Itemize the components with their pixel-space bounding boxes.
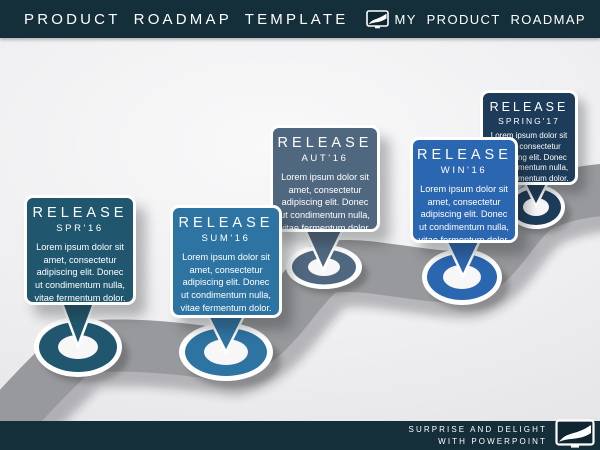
callout-title: RELEASE (277, 135, 373, 151)
callout-period: SPRING'17 (498, 116, 560, 126)
callout-period: SUM'16 (201, 233, 251, 244)
callout-release-spr16: RELEASE SPR'16 Lorem ipsum dolor sit ame… (24, 195, 136, 305)
monitor-road-logo-icon (365, 9, 389, 28)
map-pin-spring17 (507, 174, 571, 234)
callout-period: AUT'16 (301, 153, 349, 164)
callout-release-aut16: RELEASE AUT'16 Lorem ipsum dolor sit ame… (270, 125, 380, 233)
callout-title: RELEASE (489, 100, 569, 114)
callout-release-win16: RELEASE WIN'16 Lorem ipsum dolor sit ame… (410, 137, 518, 245)
callout-body: Lorem ipsum dolor sit amet, consectetur … (279, 172, 371, 233)
callout-title: RELEASE (178, 215, 274, 231)
callout-body: Lorem ipsum dolor sit amet, consectetur … (180, 252, 272, 313)
map-pin-spr16 (34, 296, 129, 383)
brand-lockup: MY PRODUCT ROADMAP (365, 9, 600, 29)
callout-period: WIN'16 (440, 165, 488, 176)
callout-release-sum16: RELEASE SUM'16 Lorem ipsum dolor sit ame… (170, 205, 282, 318)
footer-bar: SURPRISE AND DELIGHT WITH POWERPOINT (0, 418, 600, 450)
callout-body: Lorem ipsum dolor sit amet, consectetur … (418, 184, 510, 245)
footer-tagline: SURPRISE AND DELIGHT WITH POWERPOINT (409, 424, 547, 447)
monitor-road-logo-icon (555, 418, 595, 448)
callout-period: SPR'16 (56, 223, 104, 234)
map-pin-win16 (422, 234, 509, 311)
footer-tagline-line2: WITH POWERPOINT (438, 436, 547, 446)
title-bar: PRODUCT ROADMAP TEMPLATE MY PRODUCT ROAD… (0, 0, 600, 38)
brand-name: MY PRODUCT ROADMAP (394, 11, 586, 27)
page-title: PRODUCT ROADMAP TEMPLATE (24, 10, 349, 28)
map-pin-sum16 (179, 310, 281, 388)
callout-title: RELEASE (417, 147, 512, 163)
callout-body: Lorem ipsum dolor sit amet, consectetur … (34, 242, 126, 303)
callout-body: Lorem ipsum dolor sit amet, consectetur … (489, 131, 569, 184)
callout-title: RELEASE (32, 205, 128, 221)
footer-tagline-line1: SURPRISE AND DELIGHT (408, 424, 547, 434)
map-pin-aut16 (286, 223, 368, 294)
